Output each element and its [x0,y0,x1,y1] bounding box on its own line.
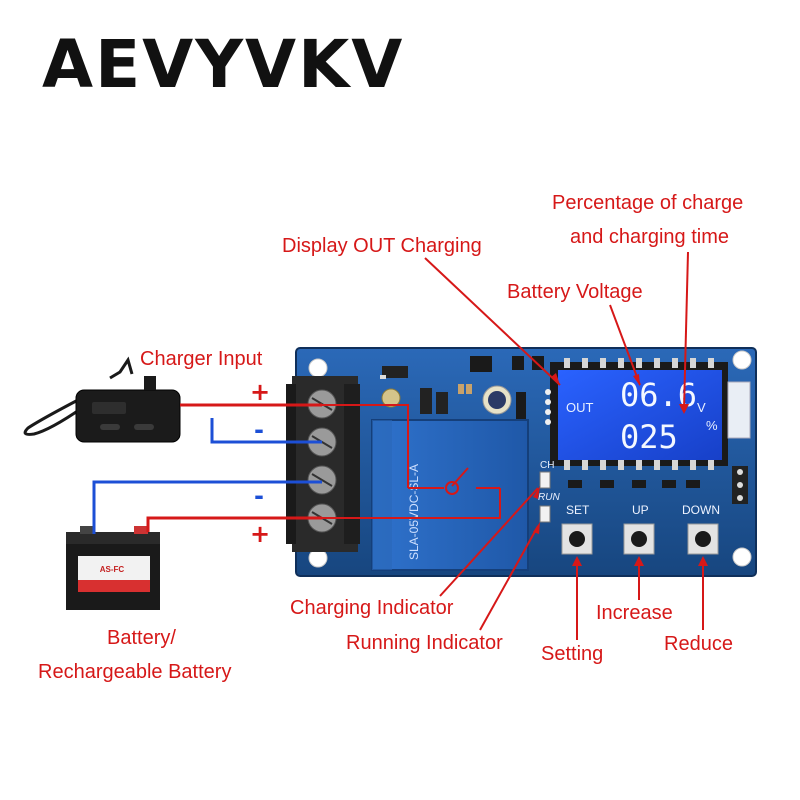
annotation-lines [424,251,708,640]
header-pins [732,466,748,504]
up-button-label: UP [632,503,649,517]
plus-sign-bottom: + [250,520,271,548]
minus-sign-bottom: - [254,482,264,510]
charger-input-label: Charger Input [140,348,263,370]
set-button[interactable]: SET [561,503,593,555]
lcd-display: OUT 06.6 V 025 % [550,358,751,470]
lcd-voltage-unit: V [697,400,706,415]
charging-led-icon [539,471,551,489]
charging-indicator-label: Charging Indicator [290,597,454,619]
mount-hole-icon [732,350,752,370]
charger-adapter [23,356,181,443]
brand-title: AEVYVKV [42,26,405,103]
set-button-label: SET [566,503,590,517]
inductor-icon [436,392,448,414]
mount-hole-icon [732,547,752,567]
plus-sign-top: + [250,378,271,406]
relay: SLA-05VDC-SL-A [371,419,529,571]
terminal-block [286,376,360,552]
increase-label: Increase [596,602,673,624]
down-button[interactable]: DOWN [682,503,720,555]
ch-label: CH [540,460,554,471]
lcd-percent-unit: % [706,418,718,433]
terminal-screw-icon [307,465,337,495]
reduce-label: Reduce [664,633,733,655]
relay-switch-symbol [408,467,500,495]
mount-hole-icon [308,358,328,378]
minus-sign-top: - [254,416,264,444]
relay-text: SLA-05VDC-SL-A [407,464,421,560]
lcd-percent-value: 025 [620,418,678,456]
battery-label-line2: Rechargeable Battery [38,661,232,683]
diode-icon [420,388,432,414]
percentage-label-line2: and charging time [570,226,729,248]
lcd-out-text: OUT [566,400,594,415]
running-indicator-label: Running Indicator [346,632,503,654]
run-label: RUN [538,492,560,503]
diode-icon [516,392,526,432]
down-button-label: DOWN [682,503,720,517]
indicator-leds: CH RUN [538,460,560,523]
percentage-label-line1: Percentage of charge [552,192,744,214]
chip-icon [470,356,492,372]
battery-label-line1: Battery/ [107,627,176,649]
display-out-label: Display OUT Charging [282,235,482,257]
battery-voltage-label: Battery Voltage [507,281,643,303]
diode-icon [382,366,408,378]
up-button[interactable]: UP [623,503,655,555]
setting-label: Setting [541,643,604,665]
wiring [92,403,501,534]
capacitor-icon [381,388,401,408]
battery: AS-FC [66,526,160,610]
led-column [545,389,551,425]
running-led-icon [539,505,551,523]
battery-brand-text: AS-FC [100,565,125,574]
